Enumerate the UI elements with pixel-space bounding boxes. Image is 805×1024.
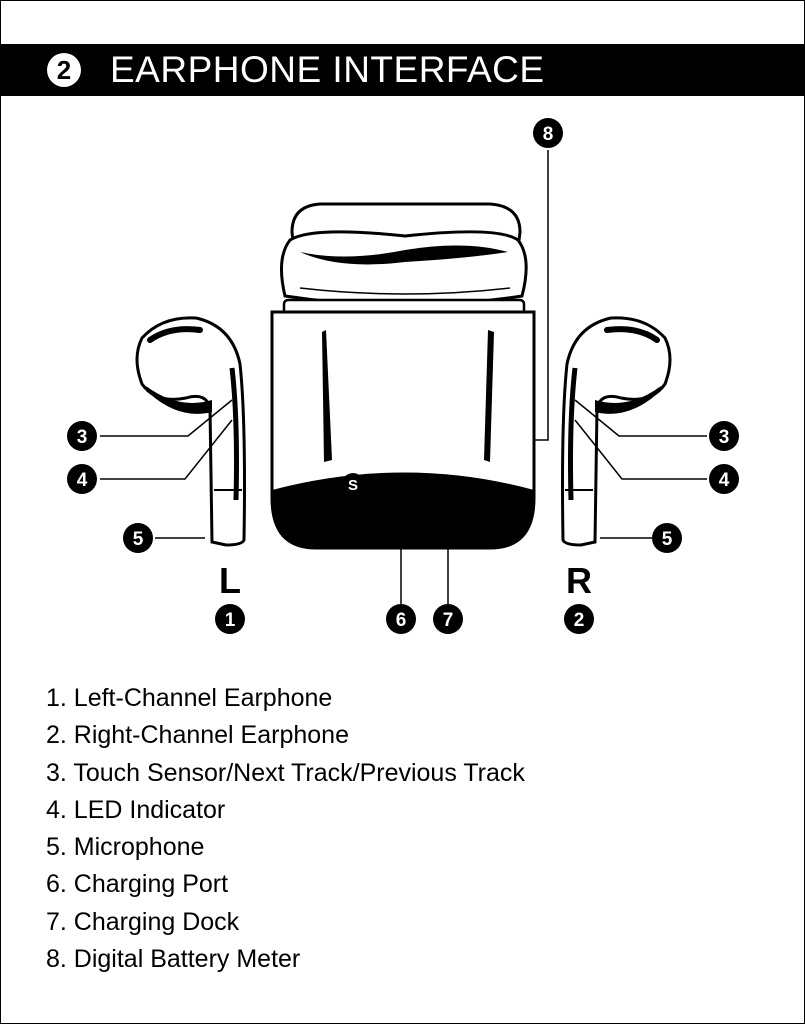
svg-text:4: 4: [719, 470, 730, 491]
callout-5-right: 5: [652, 523, 682, 553]
left-earphone: [135, 316, 246, 547]
callout-6: 6: [386, 604, 416, 634]
section-header: 2 EARPHONE INTERFACE: [0, 44, 805, 96]
legend-item: 7. Charging Dock: [46, 907, 240, 936]
svg-text:8: 8: [543, 124, 554, 145]
svg-text:3: 3: [719, 427, 730, 448]
callout-3-left: 3: [67, 421, 97, 451]
callout-5-left: 5: [123, 523, 153, 553]
brand-logo-letter: S: [348, 477, 358, 494]
callout-1: 1: [215, 604, 245, 634]
callout-7: 7: [433, 604, 463, 634]
section-number-badge: 2: [47, 53, 81, 87]
callout-2: 2: [564, 604, 594, 634]
lid-highlight: [300, 245, 508, 265]
legend-item: 6. Charging Port: [46, 870, 229, 899]
parts-legend: 1. Left-Channel Earphone 2. Right-Channe…: [46, 680, 525, 978]
svg-text:6: 6: [396, 610, 407, 631]
leader-lines: [100, 150, 707, 604]
brand-name: SPACE: [369, 477, 425, 494]
legend-item: 2. Right-Channel Earphone: [46, 721, 349, 750]
legend-item: 4. LED Indicator: [46, 795, 226, 824]
charging-case: S SPACE ™: [270, 202, 536, 550]
left-side-label: L: [219, 560, 241, 601]
earphone-diagram: S SPACE ™ 8: [67, 118, 739, 634]
right-side-label: R: [566, 560, 592, 601]
right-earphone: [561, 316, 672, 547]
brand-trademark: ™: [456, 476, 463, 483]
callout-4-right: 4: [709, 464, 739, 494]
callout-8: 8: [533, 118, 563, 148]
callout-3-right: 3: [709, 421, 739, 451]
case-bottom-shadow: [272, 472, 534, 548]
svg-text:7: 7: [443, 610, 454, 631]
legend-item: 1. Left-Channel Earphone: [46, 684, 333, 712]
svg-text:5: 5: [133, 529, 144, 550]
svg-text:3: 3: [77, 427, 88, 448]
svg-text:1: 1: [225, 610, 236, 631]
svg-text:2: 2: [574, 610, 585, 631]
brand-logo-icon: [342, 473, 364, 495]
legend-item: 3. Touch Sensor/Next Track/Previous Trac…: [46, 758, 525, 787]
callout-4-left: 4: [67, 464, 97, 494]
section-title: EARPHONE INTERFACE: [110, 49, 545, 90]
legend-item: 5. Microphone: [46, 833, 205, 862]
charging-dock-marker: [389, 499, 415, 525]
svg-text:5: 5: [662, 529, 673, 550]
svg-text:4: 4: [77, 470, 88, 491]
legend-item: 8. Digital Battery Meter: [46, 945, 301, 974]
